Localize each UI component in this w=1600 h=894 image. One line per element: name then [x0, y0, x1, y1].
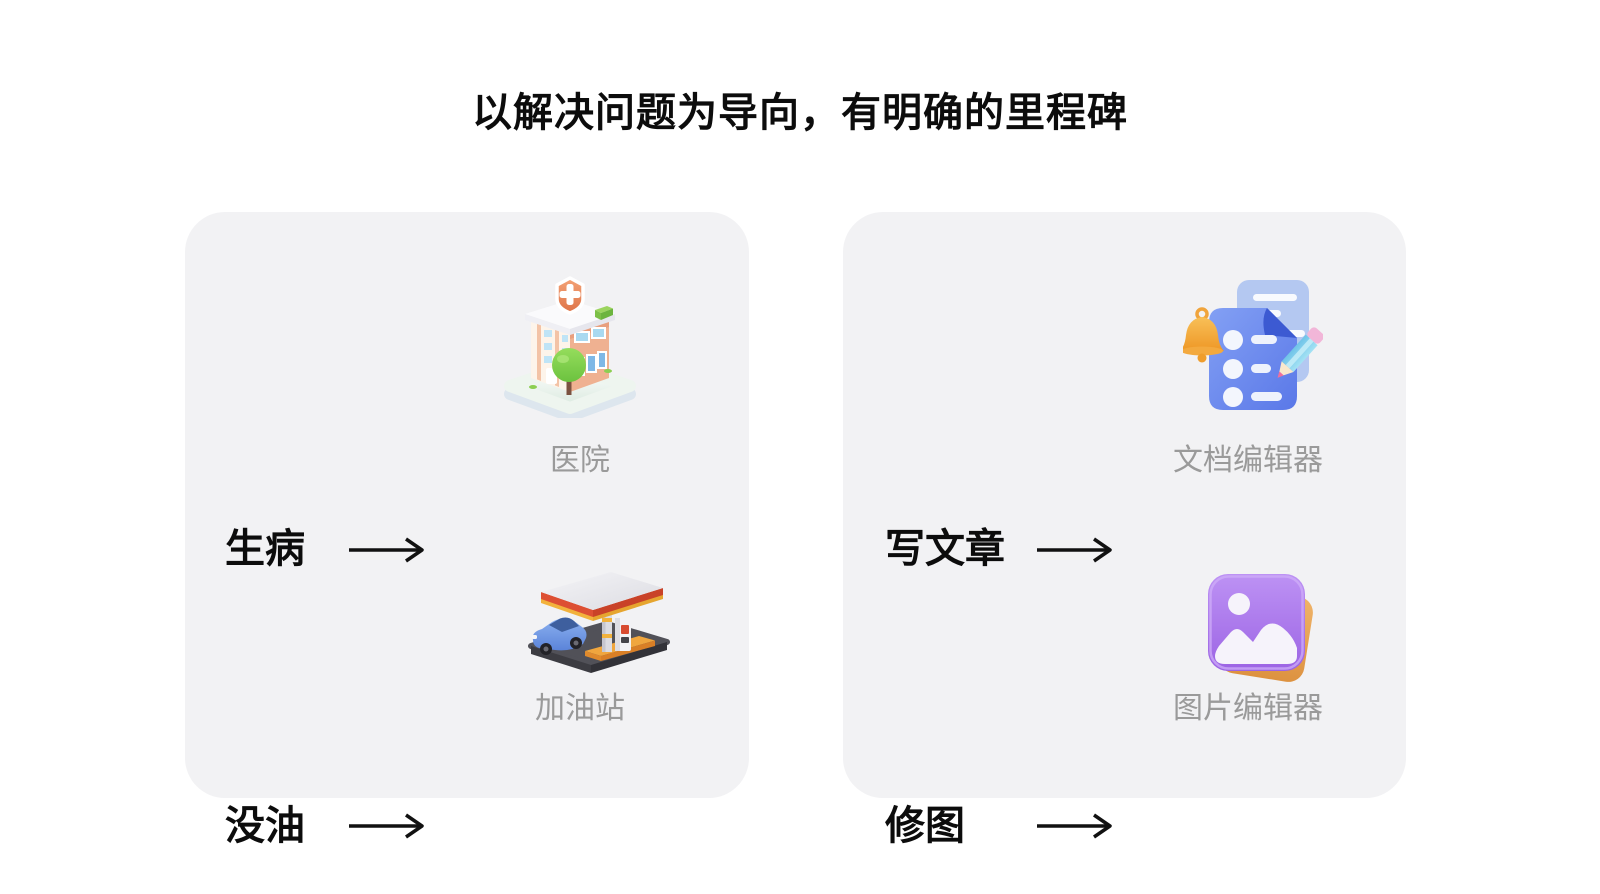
- arrow-right-icon: [349, 813, 424, 839]
- arrow-right-icon: [1037, 537, 1112, 563]
- scenario-text: 没油: [225, 804, 305, 848]
- solution-label: 文档编辑器: [1173, 444, 1323, 477]
- scenario-text: 修图: [885, 804, 965, 848]
- solution-label: 图片编辑器: [1173, 692, 1323, 725]
- image-editor-3d-icon: [1195, 568, 1325, 688]
- scenario-text: 写文章: [885, 527, 1005, 571]
- page-title: 以解决问题为导向，有明确的里程碑: [472, 91, 1128, 135]
- scenario-text: 生病: [225, 527, 305, 571]
- gas-station-3d-icon: [515, 562, 675, 677]
- arrow-right-icon: [1037, 813, 1112, 839]
- arrow-right-icon: [349, 537, 424, 563]
- solution-label: 加油站: [535, 692, 625, 725]
- card-solutions-software: 写文章: [843, 212, 1406, 848]
- card-problems-daily-life: 生病: [185, 212, 749, 848]
- hospital-3d-icon: [495, 268, 645, 422]
- document-editor-3d-icon: [1180, 274, 1324, 414]
- solution-label: 医院: [550, 444, 610, 477]
